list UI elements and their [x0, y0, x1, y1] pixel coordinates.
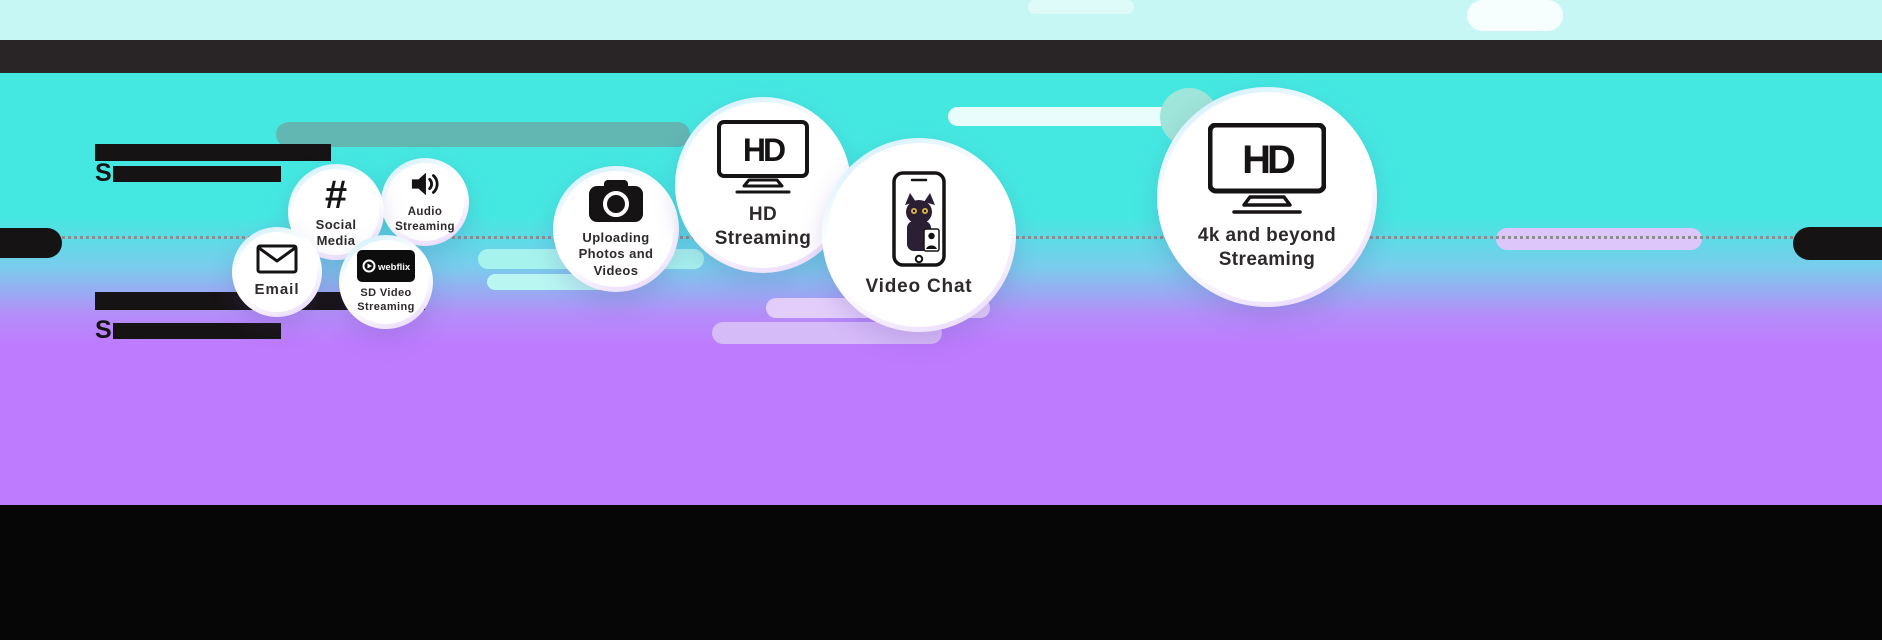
video-chat-phone-icon: [892, 171, 946, 267]
bubble-label: Audio Streaming: [395, 206, 455, 233]
bubble-label: Uploading Photos and Videos: [578, 230, 654, 278]
svg-text:webflix: webflix: [377, 262, 411, 273]
right-edge-black-pill: [1793, 227, 1882, 260]
bubble-label: SD Video Streaming: [357, 286, 415, 313]
left-edge-black-bar: [0, 228, 62, 258]
bubble-label: 4k and beyond Streaming: [1197, 224, 1337, 270]
camera-icon: [588, 179, 644, 223]
bubble-video-chat: Video Chat: [822, 138, 1016, 332]
redacted-text-bar: [112, 322, 281, 339]
bubble-hd-streaming: HD HD Streaming: [675, 97, 851, 273]
speaker-icon: [410, 170, 440, 198]
redacted-prefix-letter: S: [95, 316, 112, 344]
bubble-sd-video-streaming: webflix SD Video Streaming: [339, 235, 433, 329]
decor-pill: [1496, 228, 1702, 250]
hd-tv-icon: HD: [1208, 122, 1326, 217]
svg-text:HD: HD: [743, 132, 785, 168]
bubble-uploading-photos: Uploading Photos and Videos: [553, 166, 679, 292]
top-light-strip: [0, 0, 1882, 40]
footer-dark-bar: [0, 505, 1882, 640]
redacted-text-bar: [112, 165, 281, 182]
decor-pill: [948, 107, 1172, 126]
decor-pill: [1028, 0, 1134, 14]
redacted-text-line: S: [95, 318, 281, 343]
decor-pill: [276, 122, 690, 147]
redacted-text-bar: [95, 144, 331, 161]
svg-text:HD: HD: [1242, 138, 1295, 182]
hashtag-icon: #: [324, 172, 348, 217]
hd-tv-icon: HD: [717, 119, 809, 196]
redacted-text-line: S: [95, 161, 281, 186]
decor-pill: [1467, 0, 1563, 31]
bubble-email: Email: [232, 227, 322, 317]
redacted-prefix-letter: S: [95, 159, 112, 187]
envelope-icon: [256, 244, 298, 274]
bubble-4k-streaming: HD 4k and beyond Streaming: [1157, 87, 1377, 307]
webflix-badge-icon: webflix: [357, 249, 415, 282]
bubble-label: Video Chat: [865, 276, 973, 298]
bubble-audio-streaming: Audio Streaming: [381, 158, 469, 246]
header-dark-bar: [0, 40, 1882, 73]
bubble-label: HD Streaming: [714, 203, 812, 249]
decor-pill: [712, 322, 942, 344]
bubble-label: Email: [254, 281, 300, 299]
bubble-label: Social Media: [315, 216, 357, 248]
